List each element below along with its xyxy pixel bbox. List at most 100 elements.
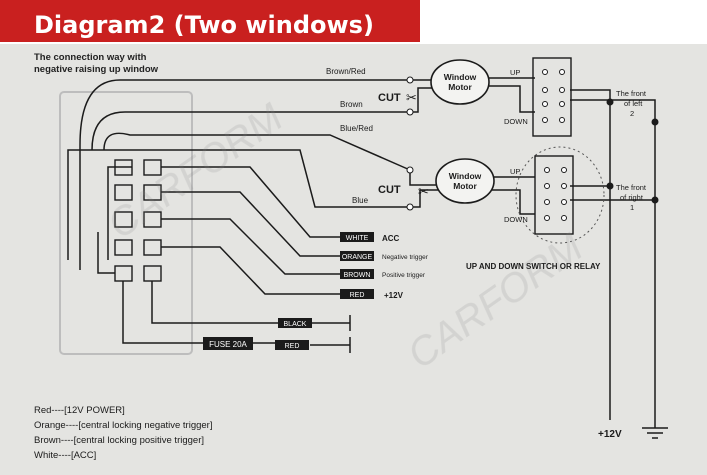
tag-black-label: BLACK bbox=[284, 321, 307, 328]
switch-top-front-2: of left bbox=[624, 99, 643, 108]
ground-symbol bbox=[642, 427, 668, 439]
label-blue-red: Blue/Red bbox=[340, 124, 373, 133]
connector-pin bbox=[143, 265, 162, 282]
wire-fuse bbox=[122, 281, 205, 344]
wire-motor-top-out2 bbox=[488, 85, 535, 113]
scissors-icon: ✂ bbox=[406, 90, 417, 105]
legend-line-3: Brown----[central locking positive trigg… bbox=[34, 435, 204, 446]
switch-top-front-1: The front bbox=[616, 89, 647, 98]
scissors-icon: ✂ bbox=[418, 184, 429, 199]
wire-brown-trigger bbox=[161, 218, 340, 275]
motor-bottom-label-2: Motor bbox=[453, 181, 477, 191]
tag-brown-label: BROWN bbox=[344, 272, 371, 279]
wire-motor-bottom-out2 bbox=[492, 189, 535, 215]
wire-legend: Red----[12V POWER] Orange----[central lo… bbox=[34, 405, 212, 461]
junctions bbox=[606, 98, 659, 204]
ground-black bbox=[310, 315, 351, 331]
wire-motor-bottom-in2 bbox=[410, 189, 440, 208]
connector-pin bbox=[114, 184, 133, 201]
label-blue: Blue bbox=[352, 196, 369, 205]
window-motor-bottom bbox=[435, 158, 495, 204]
window-motor-top bbox=[430, 59, 490, 105]
tag-white-label: WHITE bbox=[346, 235, 369, 242]
fuse-block bbox=[203, 337, 253, 350]
terminal bbox=[406, 203, 414, 211]
tag-brown-desc: Positive trigger bbox=[382, 272, 426, 279]
wire-brown-red bbox=[79, 79, 410, 270]
switch-top-down: DOWN bbox=[504, 117, 528, 126]
connector-pin bbox=[114, 239, 133, 256]
legend-line-4: White----[ACC] bbox=[34, 450, 96, 461]
tag-white bbox=[340, 232, 374, 242]
wire-orange bbox=[161, 191, 340, 257]
wire-blue-red bbox=[103, 132, 411, 171]
switch-bottom-contacts bbox=[544, 167, 567, 221]
motor-top-label-2: Motor bbox=[448, 82, 472, 92]
rail-ground bbox=[570, 99, 656, 420]
motor-top-label-1: Window bbox=[444, 72, 477, 82]
switch-bottom-up: UP bbox=[510, 167, 520, 176]
rail-plus12v bbox=[570, 89, 611, 420]
connector-pin bbox=[114, 265, 133, 282]
intro-line-2: negative raising up window bbox=[34, 64, 159, 75]
switch-top bbox=[532, 57, 572, 137]
tag-brown bbox=[340, 269, 374, 279]
watermark-text: CARFORM bbox=[400, 225, 591, 377]
plus12v-label: +12V bbox=[598, 429, 622, 440]
wire-motor-top-in2 bbox=[410, 87, 432, 113]
label-brown: Brown bbox=[340, 100, 363, 109]
wire-tags: WHITE ACC ORANGE Negative trigger BROWN … bbox=[203, 232, 429, 350]
tag-red bbox=[340, 289, 374, 299]
tag-orange-desc: Negative trigger bbox=[382, 254, 429, 261]
wire-white bbox=[161, 166, 340, 238]
switch-bottom-down: DOWN bbox=[504, 215, 528, 224]
switch-bottom-front-3: 1 bbox=[630, 203, 634, 212]
fuse-label: FUSE 20A bbox=[209, 340, 247, 349]
junction-dot bbox=[651, 196, 659, 204]
junction-dot bbox=[651, 118, 659, 126]
legend-line-2: Orange----[central locking negative trig… bbox=[34, 420, 212, 431]
tag-orange-label: ORANGE bbox=[342, 254, 373, 261]
cut-label-bottom: CUT bbox=[378, 184, 401, 196]
wire-internal-2 bbox=[97, 232, 115, 274]
title-banner bbox=[0, 0, 420, 42]
watermark-text: CARFORM bbox=[100, 95, 291, 247]
connector-pin bbox=[114, 211, 133, 228]
intro-line-1: The connection way with bbox=[34, 52, 147, 63]
motor-bottom-label-1: Window bbox=[449, 171, 482, 181]
switch-top-front-3: 2 bbox=[630, 109, 634, 118]
control-module bbox=[59, 91, 193, 355]
connector-pin bbox=[143, 239, 162, 256]
wire-blue bbox=[67, 149, 410, 260]
wire-motor-bottom-in bbox=[409, 170, 440, 186]
page-title: Diagram2 (Two windows) bbox=[34, 11, 374, 39]
wire-brown bbox=[91, 111, 410, 151]
terminal bbox=[406, 166, 414, 174]
tag-red-2-label: RED bbox=[285, 343, 300, 350]
switch-top-contacts bbox=[542, 69, 565, 123]
tag-orange bbox=[340, 251, 374, 261]
junction-dot bbox=[606, 182, 614, 190]
tag-red-label: RED bbox=[350, 292, 365, 299]
label-brown-red: Brown/Red bbox=[326, 67, 366, 76]
wire-internal bbox=[107, 166, 132, 260]
junction-dot bbox=[606, 98, 614, 106]
tag-black bbox=[278, 318, 312, 328]
switch-top-up: UP bbox=[510, 68, 520, 77]
wire-black bbox=[151, 281, 280, 324]
tag-red-2 bbox=[275, 340, 309, 350]
legend-line-1: Red----[12V POWER] bbox=[34, 405, 125, 416]
terminal bbox=[406, 108, 414, 116]
switch-bottom-front-2: of right bbox=[620, 193, 644, 202]
switch-caption: UP AND DOWN SWITCH OR RELAY bbox=[466, 262, 601, 271]
cut-label-top: CUT bbox=[378, 92, 401, 104]
ground-red bbox=[310, 337, 351, 353]
terminal bbox=[406, 76, 414, 84]
terminals bbox=[406, 76, 414, 211]
switch-bottom-front-1: The front bbox=[616, 183, 647, 192]
tag-red-desc: +12V bbox=[384, 291, 404, 300]
tag-white-desc: ACC bbox=[382, 234, 400, 243]
switch-bottom-highlight bbox=[515, 146, 605, 244]
